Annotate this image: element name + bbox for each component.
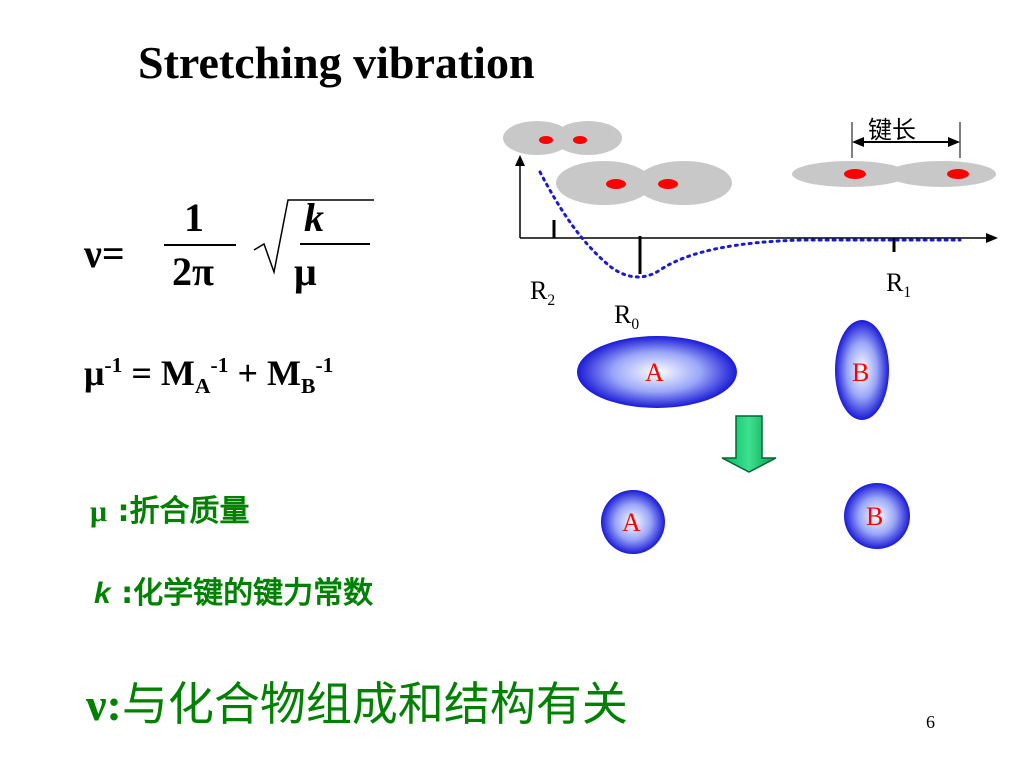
sqrt-symbol bbox=[253, 199, 374, 275]
m-b: + M bbox=[228, 353, 302, 393]
exponent: -1 bbox=[104, 353, 123, 377]
page-title: Stretching vibration bbox=[138, 37, 535, 88]
page-number: 6 bbox=[926, 712, 935, 732]
r1-label: R1 bbox=[886, 268, 911, 302]
down-arrow-icon bbox=[721, 415, 777, 473]
mu-symbol: μ bbox=[90, 495, 108, 528]
atom-a-small bbox=[601, 490, 665, 554]
r2-subscript: 2 bbox=[547, 292, 556, 310]
atom-a-large-label: A bbox=[645, 358, 664, 387]
mu-symbol: μ bbox=[294, 249, 317, 294]
frequency-formula: ν= 1 2π k μ bbox=[84, 195, 384, 298]
r1-letter: R bbox=[886, 268, 904, 297]
exponent: -1 bbox=[315, 353, 334, 377]
reduced-mass-equation: μ-1 = MA-1 + MB-1 bbox=[84, 352, 333, 399]
axes bbox=[515, 155, 998, 243]
r2-letter: R bbox=[530, 276, 548, 305]
k-symbol: k bbox=[94, 577, 111, 610]
r0-subscript: 0 bbox=[631, 316, 640, 334]
k-text: :化学键的键力常数 bbox=[110, 576, 374, 611]
nu-symbol: ν= bbox=[84, 230, 125, 277]
k-symbol: k bbox=[304, 195, 324, 240]
subscript-b: B bbox=[301, 374, 316, 399]
mu-char: μ bbox=[84, 353, 105, 393]
molecule-equilibrium bbox=[556, 161, 732, 205]
bond-length-indicator bbox=[851, 122, 961, 158]
molecule-compressed bbox=[503, 121, 622, 155]
bond-length-label: 键长 bbox=[868, 116, 916, 144]
nu-char: ν bbox=[84, 231, 102, 276]
atom-b-small-label: B bbox=[866, 502, 884, 531]
fraction-line bbox=[164, 244, 236, 246]
atom-a-large bbox=[577, 336, 737, 408]
atom-b-large bbox=[835, 320, 889, 420]
r2-label: R2 bbox=[530, 276, 555, 310]
conclusion: ν:与化合物组成和结构有关 bbox=[86, 668, 628, 734]
exponent: -1 bbox=[210, 353, 229, 377]
m-a: = M bbox=[122, 353, 195, 393]
nu-symbol: ν: bbox=[86, 679, 122, 730]
k-definition: k :化学键的键力常数 bbox=[94, 568, 373, 612]
r0-letter: R bbox=[614, 300, 632, 329]
mu-definition: μ :折合质量 bbox=[90, 486, 249, 530]
mu-text: :折合质量 bbox=[107, 494, 250, 529]
atom-b-large-label: B bbox=[852, 358, 870, 387]
r0-label: R0 bbox=[614, 300, 639, 334]
molecule-stretched bbox=[792, 161, 996, 187]
conclusion-text: 与化合物组成和结构有关 bbox=[121, 677, 628, 731]
atom-a-small-label: A bbox=[622, 508, 641, 537]
equals-sign: = bbox=[101, 231, 125, 276]
subscript-a: A bbox=[194, 374, 211, 399]
fraction-denominator: 2π bbox=[172, 249, 214, 294]
r1-subscript: 1 bbox=[903, 284, 912, 302]
fraction-numerator: 1 bbox=[184, 195, 204, 240]
atom-b-small bbox=[844, 483, 910, 549]
